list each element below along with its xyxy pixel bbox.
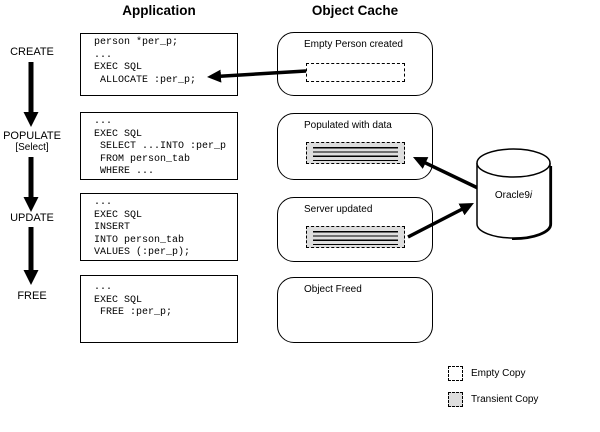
object-cache-column-header: Object Cache [311,3,399,18]
code-line: WHERE ... [94,166,155,178]
application-column-header: Application [122,3,196,18]
transient-copy-box [306,226,405,248]
cache-box-label: Server updated [304,204,373,215]
lifecycle-step-create: CREATE [10,46,54,58]
code-line: ... [94,116,113,127]
code-line: EXEC SQL [94,62,143,74]
code-line: EXEC SQL [94,294,143,306]
code-line: FREE :per_p; [94,307,173,319]
code-line: VALUES (:per_p); [94,247,191,259]
code-line: ... [94,49,113,61]
empty-copy-box [306,63,405,82]
code-line: INSERT [94,222,131,234]
data-rows-icon [313,146,398,161]
code-line: ... [94,282,113,293]
legend-transient-swatch [448,392,463,407]
cache-box-label: Empty Person created [304,39,403,50]
code-line: person *per_p; [94,37,179,48]
lifecycle-step-populate-sublabel: [Select] [15,142,49,153]
code-box-update: ... EXEC SQL INSERT INTO person_tab VALU… [80,193,238,261]
legend-empty-label: Empty Copy [471,368,526,379]
database-label: Oracle9i [494,190,533,201]
cache-box-label: Populated with data [304,120,392,131]
cache-box-server-updated: Server updated [277,197,433,262]
code-box-create: person *per_p; ... EXEC SQL ALLOCATE :pe… [80,33,238,96]
db-to-cache-arrow [412,156,483,192]
code-line: INTO person_tab [94,234,185,246]
code-line: SELECT ...INTO :per_p [94,141,227,153]
lifecycle-step-update: UPDATE [10,212,54,224]
code-line: EXEC SQL [94,209,143,221]
data-rows-icon [313,230,398,245]
legend-transient-label: Transient Copy [471,394,539,405]
code-box-populate: ... EXEC SQL SELECT ...INTO :per_p FROM … [80,112,238,180]
lifecycle-step-populate: POPULATE [3,130,61,142]
transient-copy-box [306,142,405,164]
code-box-free: ... EXEC SQL FREE :per_p; [80,275,238,343]
code-line: ALLOCATE :per_p; [94,74,197,86]
code-line: FROM person_tab [94,153,191,165]
code-line: EXEC SQL [94,128,143,140]
lifecycle-step-free: FREE [17,290,47,302]
cache-box-object-freed: Object Freed [277,277,433,343]
code-line: ... [94,197,113,208]
cache-box-label: Object Freed [304,284,362,295]
legend-empty-swatch [448,366,463,381]
